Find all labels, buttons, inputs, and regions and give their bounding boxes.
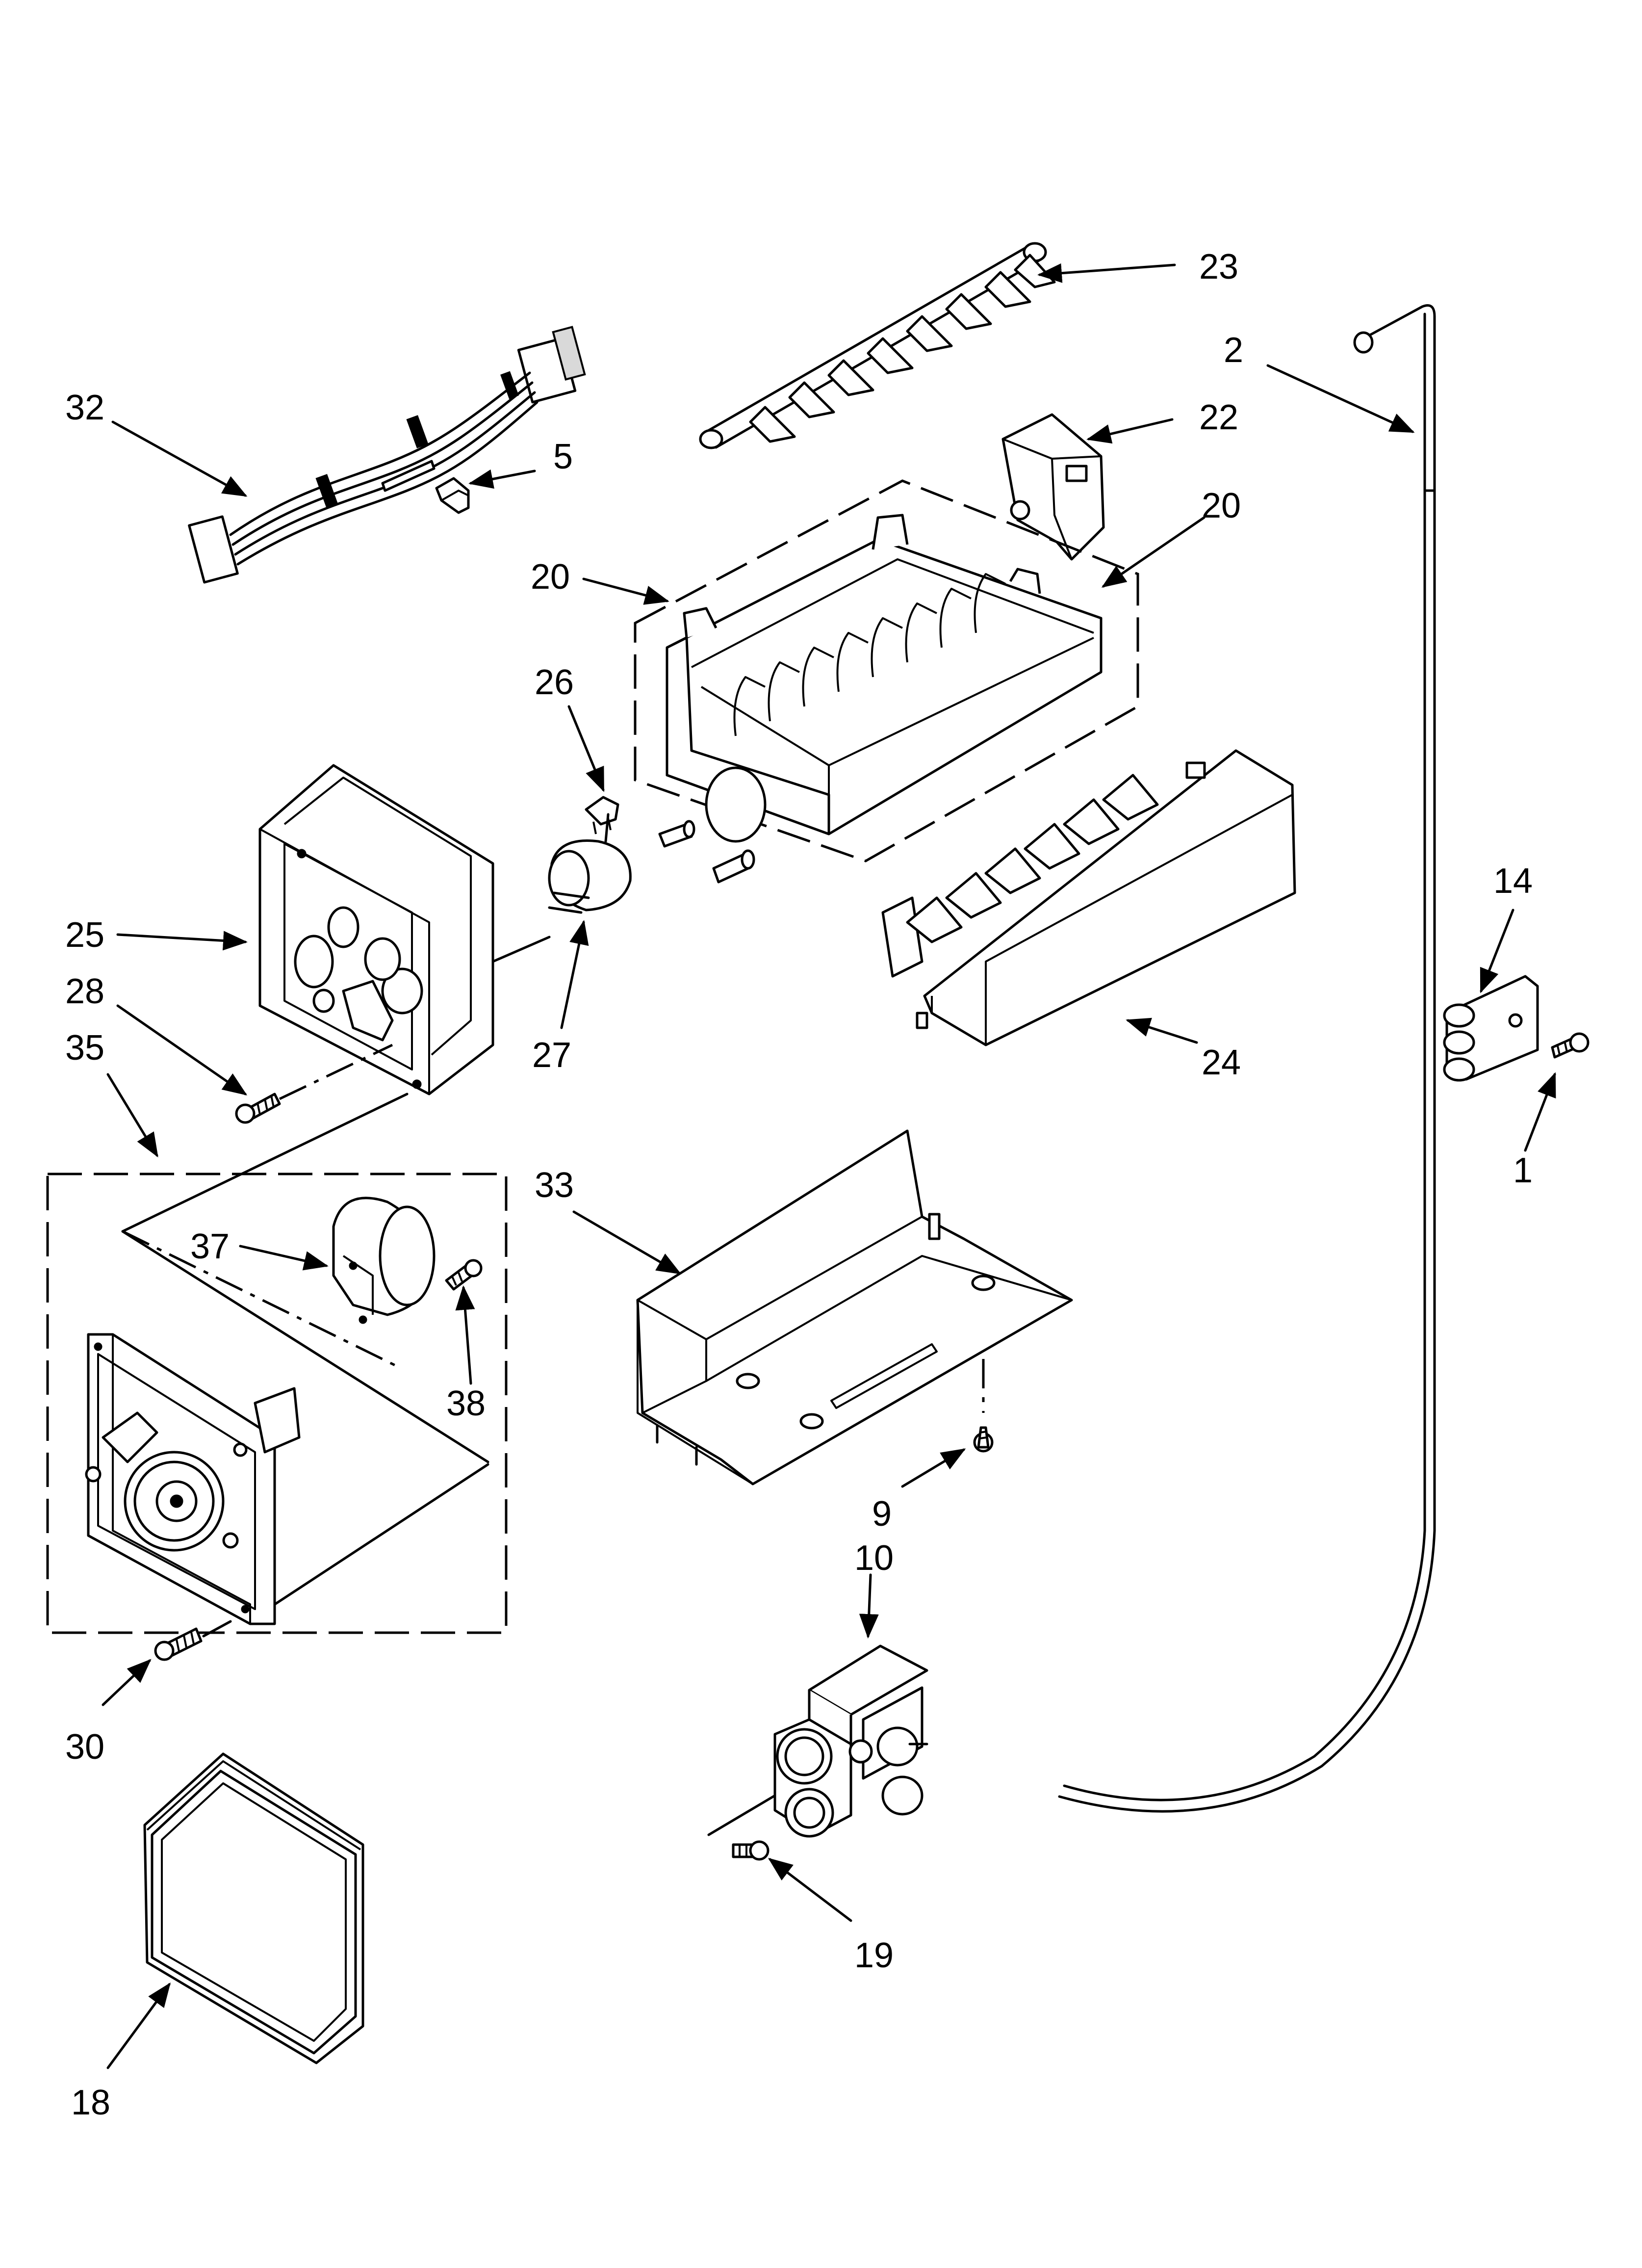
part-24-stripper[interactable] [881, 749, 1296, 1046]
part-37-motor[interactable] [332, 1197, 436, 1324]
callout-26: 26 [535, 663, 574, 702]
part-35-housing[interactable] [85, 1333, 301, 1625]
part-1-screw[interactable] [1551, 1032, 1590, 1059]
part-18-bezel[interactable] [143, 1752, 364, 2064]
callout-23: 23 [1199, 247, 1238, 287]
callout-18: 18 [71, 2083, 110, 2122]
callout-30: 30 [65, 1727, 104, 1767]
callout-20-right: 20 [1202, 486, 1241, 525]
callout-1: 1 [1513, 1151, 1533, 1190]
callout-20-left: 20 [531, 557, 570, 597]
callout-35: 35 [65, 1028, 104, 1068]
part-26-clip[interactable] [585, 796, 619, 834]
part-2-fill-tube[interactable] [1058, 304, 1436, 1813]
callout-32: 32 [65, 388, 104, 427]
callout-24: 24 [1202, 1043, 1241, 1082]
part-9-screw[interactable] [973, 1426, 994, 1453]
part-10-water-valve[interactable] [707, 1644, 928, 1838]
part-19-screw[interactable] [732, 1840, 770, 1861]
part-23-ejector[interactable] [699, 242, 1056, 449]
callout-5: 5 [553, 437, 573, 476]
callout-38: 38 [446, 1384, 486, 1423]
callout-33: 33 [535, 1166, 574, 1205]
callout-9: 9 [872, 1494, 892, 1534]
callout-22: 22 [1199, 398, 1238, 437]
part-28-screw[interactable] [235, 1043, 393, 1124]
part-22-fill-cup[interactable] [1001, 413, 1105, 561]
part-35-motor-group[interactable] [46, 1093, 508, 1634]
leader-lines [102, 263, 1556, 2069]
part-30-screw[interactable] [154, 1620, 232, 1661]
part-25-control-module[interactable] [258, 764, 551, 1095]
part-32-wire-harness[interactable] [188, 326, 586, 584]
part-20-mold-group[interactable] [634, 479, 1139, 884]
part-38-screw[interactable] [445, 1259, 483, 1291]
callout-19: 19 [854, 1936, 894, 1975]
callout-10: 10 [854, 1538, 894, 1578]
callout-14: 14 [1493, 861, 1533, 901]
callout-25: 25 [65, 915, 104, 955]
callout-2: 2 [1224, 331, 1243, 370]
callout-labels: 23 2 32 22 5 20 20 26 14 25 28 27 24 35 … [65, 247, 1533, 2122]
part-27-thermostat[interactable] [548, 813, 632, 914]
callout-37: 37 [190, 1227, 230, 1266]
callout-27: 27 [532, 1036, 571, 1075]
part-5-clip[interactable] [435, 477, 470, 514]
part-14-clamp[interactable] [1443, 975, 1539, 1082]
callout-28: 28 [65, 972, 104, 1011]
part-33-cover[interactable] [636, 1129, 1073, 1486]
